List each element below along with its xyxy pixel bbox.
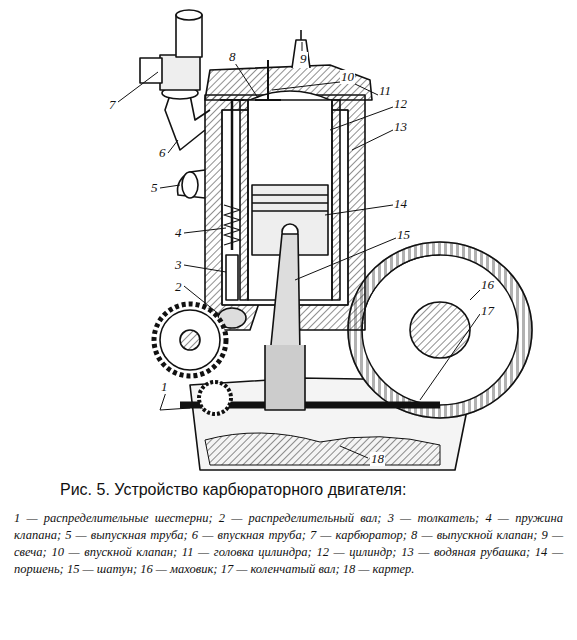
- legend-item: 3 — толкатель;: [388, 511, 480, 525]
- figure-caption: Рис. 5. Устройство карбюраторного двигат…: [60, 481, 406, 498]
- callout-number: 5: [150, 181, 159, 195]
- callout-number: 12: [393, 97, 408, 111]
- legend-item: 1 — распределительные шестерни;: [14, 511, 213, 525]
- legend-item: 2 — распределительный вал;: [219, 511, 382, 525]
- callout-number: 11: [378, 84, 392, 98]
- callout-number: 7: [108, 98, 117, 112]
- legend-item: 16 — маховик;: [140, 562, 217, 576]
- legend-item: 6 — впускная труба;: [192, 528, 306, 542]
- caption: Рис. 5. Устройство карбюраторного двигат…: [60, 480, 560, 500]
- legend-item: 7 — карбюратор;: [310, 528, 407, 542]
- callout-number: 14: [393, 197, 408, 211]
- parts-list: 1 — распределительные шестерни; 2 — расп…: [14, 510, 563, 578]
- callout-number: 16: [480, 278, 495, 292]
- legend-item: 10 — впускной клапан;: [51, 545, 177, 559]
- legend-item: 13 — водяная рубашка;: [401, 545, 530, 559]
- callout-number: 18: [370, 452, 385, 466]
- callout-number: 3: [174, 258, 183, 272]
- engine-illustration: [0, 0, 577, 480]
- callout-number: 1: [160, 380, 169, 394]
- callout-number: 9: [299, 52, 308, 66]
- legend-item: 8 — выпускной клапан;: [411, 528, 537, 542]
- callout-number: 8: [228, 50, 237, 64]
- callout-number: 17: [480, 304, 495, 318]
- callout-number: 15: [396, 228, 411, 242]
- callout-number: 2: [174, 280, 183, 294]
- callout-number: 6: [158, 146, 167, 160]
- legend-item: 15 — шатун;: [67, 562, 137, 576]
- legend-item: 12 — цилиндр;: [316, 545, 396, 559]
- callout-number: 4: [174, 226, 183, 240]
- callout-number: 13: [393, 120, 408, 134]
- legend-item: 11 — головка цилиндра;: [182, 545, 312, 559]
- callout-number: 10: [340, 70, 355, 84]
- legend-item: 18 — картер.: [343, 562, 415, 576]
- legend-item: 17 — коленчатый вал;: [221, 562, 340, 576]
- legend-item: 5 — выпускная труба;: [65, 528, 187, 542]
